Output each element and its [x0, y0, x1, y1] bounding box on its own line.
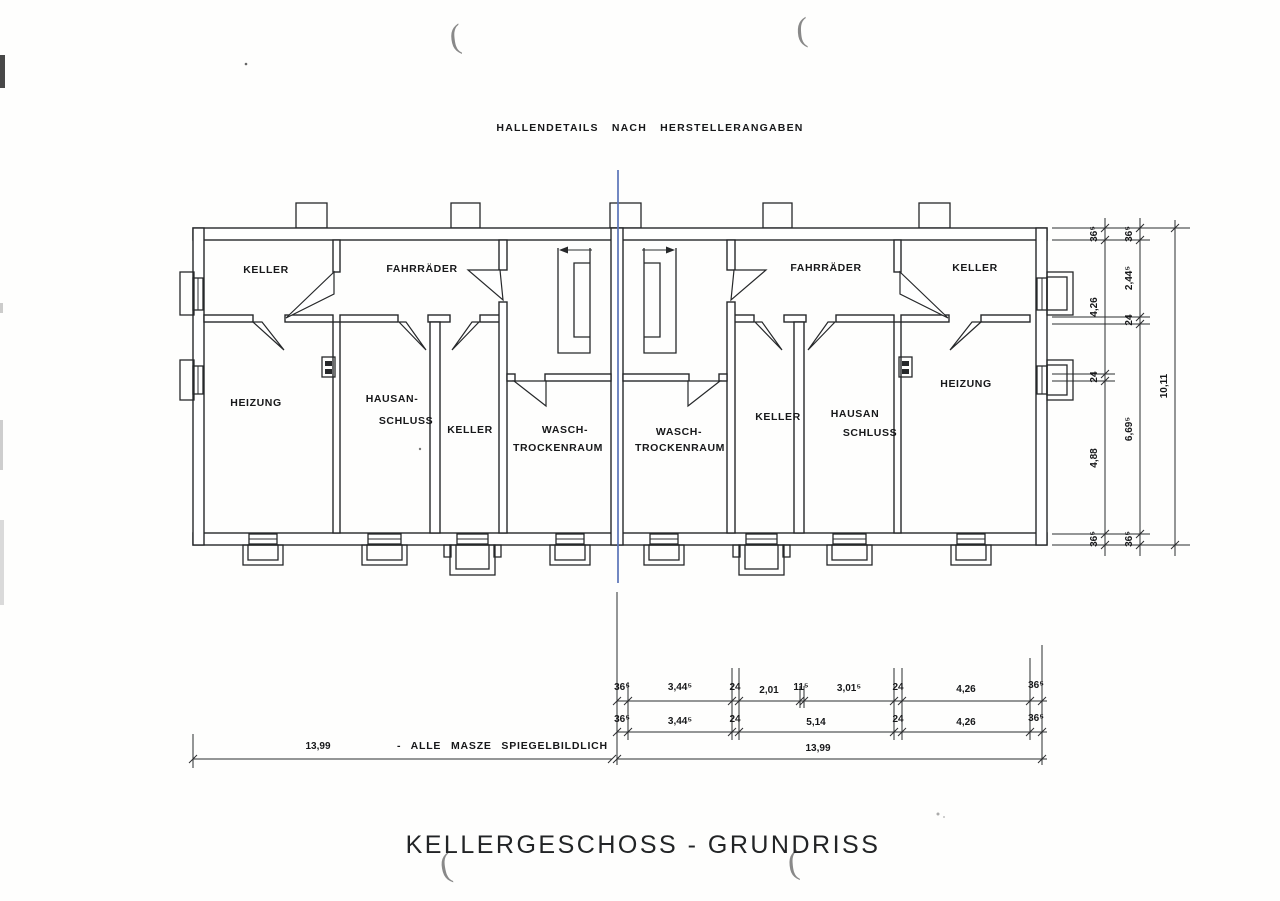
dim-h2-3: 5,14	[806, 717, 826, 728]
dim-h1-0: 36⁵	[614, 682, 630, 693]
room-label-hausanschluss-left-2: SCHLUSS	[379, 415, 433, 427]
meter-symbol-left	[321, 356, 336, 378]
light-wells-right	[1036, 271, 1074, 401]
room-label-fahrraeder-left: FAHRRÄDER	[386, 262, 457, 275]
dimension-chain-vertical: 36⁵ 4,26 24 4,88 36⁵ 36⁵ 2,44⁵ 24 6,69⁵ …	[1052, 218, 1190, 556]
light-wells-left	[179, 271, 204, 401]
dimension-chain-bottom: 36⁵ 3,44⁵ 24 2,01 11⁵ 3,01⁵ 24 4,26 36⁵ …	[188, 592, 1047, 768]
roof-projections	[295, 202, 951, 229]
mirror-note: - ALLE MASZE SPIEGELBILDLICH	[397, 740, 608, 752]
interior-walls-left	[203, 239, 612, 534]
dim-h2-6: 36⁵	[1028, 713, 1044, 724]
room-label-wasch-right-2: TROCKENRAUM	[635, 442, 725, 454]
dim-h2-1: 3,44⁵	[668, 716, 692, 727]
room-label-hausanschluss-right-2: SCHLUSS	[843, 427, 897, 439]
room-label-keller-top-right: KELLER	[952, 262, 998, 274]
room-label-hausanschluss-right-1: HAUSAN	[831, 408, 880, 420]
dim-h1-7: 4,26	[956, 684, 976, 695]
basement-windows-bottom	[248, 533, 986, 545]
room-label-keller-bottom-right: KELLER	[755, 411, 801, 423]
room-label-heizung-right: HEIZUNG	[940, 378, 991, 390]
punch-mark: (	[786, 844, 801, 882]
stair-left	[557, 246, 592, 354]
stair-direction-arrow-icon	[559, 246, 568, 254]
dim-v-inner-4: 36⁵	[1089, 531, 1100, 547]
dim-h2-0: 36⁵	[614, 714, 630, 725]
stair-direction-arrow-icon	[666, 246, 675, 254]
stair-right	[642, 246, 677, 354]
dim-v-mid-4: 36⁵	[1124, 531, 1135, 547]
room-label-keller-bottom-left: KELLER	[447, 424, 493, 436]
room-label-fahrraeder-right: FAHRRÄDER	[790, 261, 861, 274]
room-label-wasch-left-2: TROCKENRAUM	[513, 442, 603, 454]
header-note: HALLENDETAILS NACH HERSTELLERANGABEN	[496, 122, 803, 134]
exterior-walls	[192, 227, 1048, 546]
light-wells-bottom	[242, 544, 992, 576]
room-label-wasch-left-1: WASCH-	[542, 424, 588, 436]
room-label-wasch-right-1: WASCH-	[656, 426, 702, 438]
dim-h2-5: 4,26	[956, 717, 976, 728]
room-label-hausanschluss-left-1: HAUSAN-	[366, 393, 419, 405]
dim-h1-3: 2,01	[759, 685, 779, 696]
room-label-heizung-left: HEIZUNG	[230, 397, 281, 409]
dim-h1-2: 24	[729, 682, 741, 693]
door-swings	[251, 269, 983, 408]
dim-h-total-left: 13,99	[305, 741, 330, 752]
dim-h2-4: 24	[892, 714, 904, 725]
dim-h1-4: 11⁵	[793, 682, 809, 693]
meter-symbol-right	[898, 356, 913, 378]
dim-v-total: 10,11	[1159, 373, 1170, 398]
dim-h1-6: 24	[892, 682, 904, 693]
room-label-keller-top-left: KELLER	[243, 264, 289, 276]
dim-h2-2: 24	[729, 714, 741, 725]
dimension-ticks	[1100, 223, 1180, 550]
dim-h1-8: 36⁵	[1028, 680, 1044, 691]
dim-v-inner-0: 36⁵	[1089, 226, 1100, 242]
dim-v-mid-0: 36⁵	[1124, 226, 1135, 242]
dim-v-mid-2: 24	[1124, 314, 1135, 326]
dim-h1-1: 3,44⁵	[668, 682, 692, 693]
dim-v-mid-1: 2,44⁵	[1124, 266, 1135, 290]
dim-v-inner-1: 4,26	[1089, 297, 1100, 317]
interior-walls-right	[622, 239, 1031, 534]
dim-v-inner-2: 24	[1089, 371, 1100, 383]
dim-h-total-right: 13,99	[805, 743, 830, 754]
punch-mark: (	[795, 11, 809, 49]
punch-mark: (	[447, 18, 463, 56]
dim-v-inner-3: 4,88	[1089, 448, 1100, 468]
page-title: KELLERGESCHOSS - GRUNDRISS	[406, 831, 881, 859]
dim-v-mid-3: 6,69⁵	[1124, 417, 1135, 441]
room-labels-left: KELLER FAHRRÄDER HEIZUNG HAUSAN- SCHLUSS…	[230, 262, 603, 454]
dimension-ticks	[188, 696, 1047, 764]
dim-h1-5: 3,01⁵	[837, 683, 861, 694]
room-labels-right: FAHRRÄDER KELLER HEIZUNG WASCH- TROCKENR…	[635, 261, 998, 454]
